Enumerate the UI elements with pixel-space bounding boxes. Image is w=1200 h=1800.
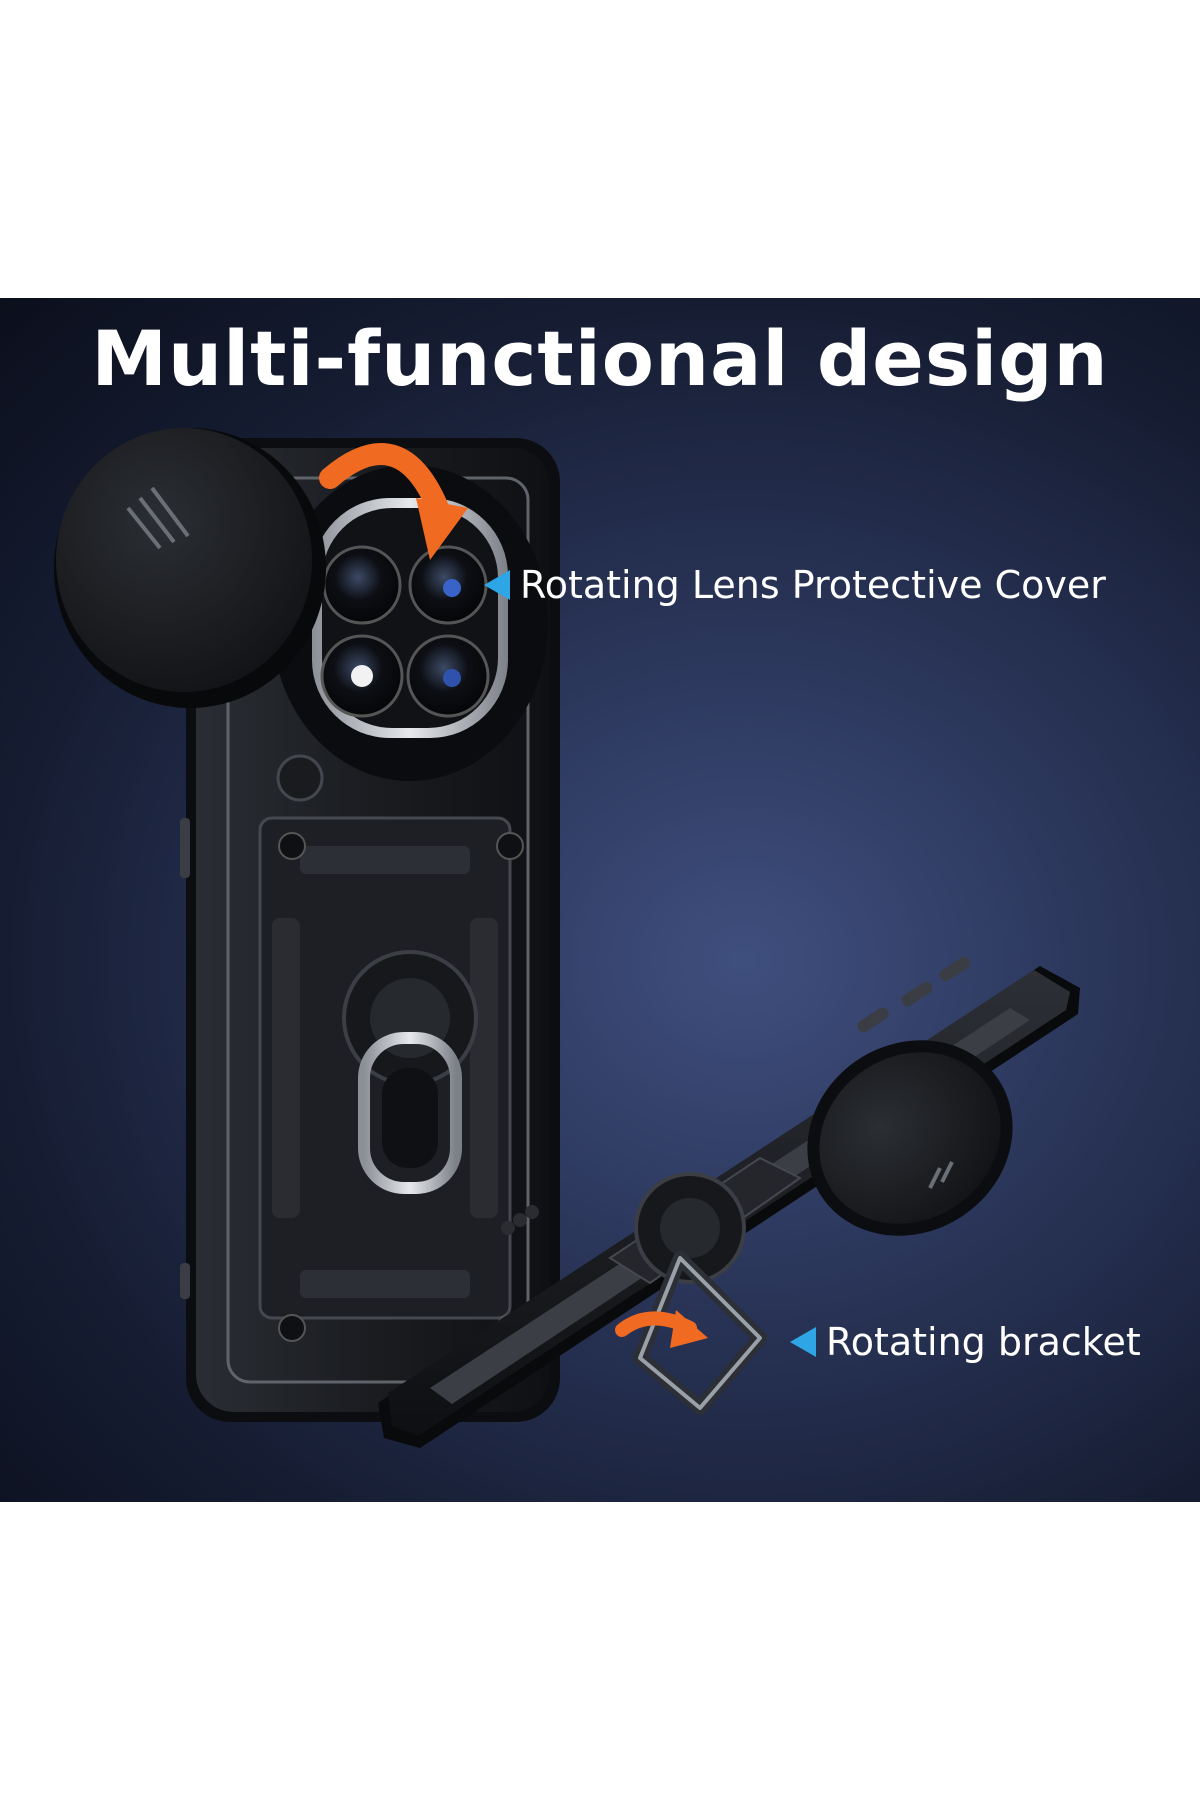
callout-lens-cover: Rotating Lens Protective Cover — [484, 563, 1106, 607]
phone-case-illustration — [54, 428, 1080, 1448]
flat-phone-case — [378, 956, 1080, 1448]
blue-triangle-pointer-icon — [790, 1327, 816, 1357]
product-image-panel: Multi-functional design Rotating Lens Pr… — [0, 298, 1200, 1502]
headline: Multi-functional design — [91, 314, 1109, 403]
callout-lens-cover-label: Rotating Lens Protective Cover — [520, 563, 1106, 607]
callout-bracket-label: Rotating bracket — [826, 1320, 1141, 1364]
blue-triangle-pointer-icon — [484, 570, 510, 600]
curved-orange-arrow-icon — [615, 1310, 708, 1348]
curved-orange-arrow-icon — [319, 443, 468, 560]
lens-cover-disc — [54, 428, 326, 802]
callout-bracket: Rotating bracket — [790, 1320, 1141, 1364]
upright-phone-case — [180, 438, 560, 1422]
